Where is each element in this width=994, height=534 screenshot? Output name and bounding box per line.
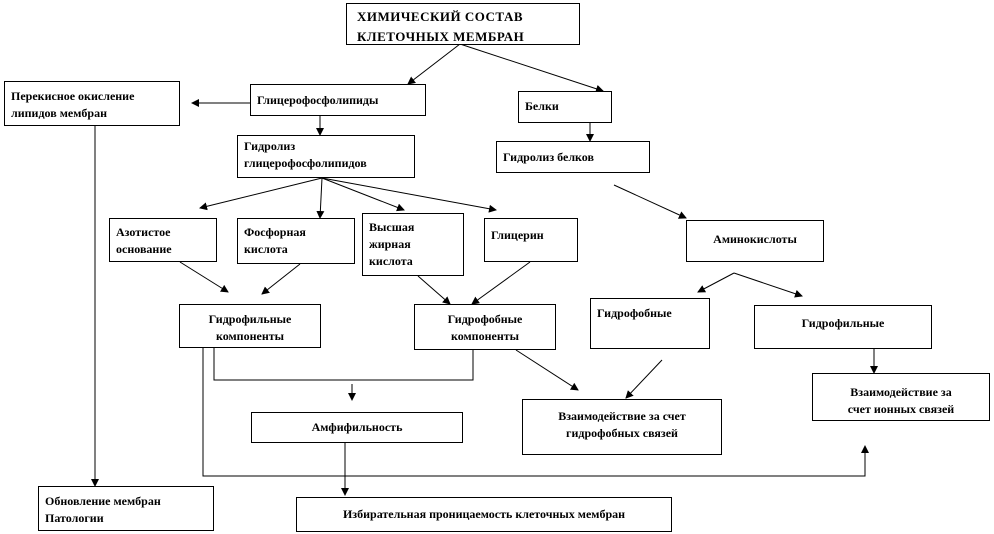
node-lipid-peroxidation: Перекисное окисление липидов мембран (4, 81, 180, 126)
node-amphiphilicity: Амфифильность (251, 412, 463, 443)
edge-hydrophobic-comp-interactions (515, 349, 579, 391)
edge-aminoacids-hydrophilic (733, 272, 803, 298)
node-hydrophilic: Гидрофильные (754, 305, 932, 349)
node-hydrophobic: Гидрофобные (590, 298, 710, 349)
edge-glycerol-hydrophobic (471, 261, 531, 305)
edge-aminoacids-hydrophobic (697, 272, 735, 293)
node-fatty-acid: Высшая жирная кислота (362, 213, 464, 276)
node-hydrophobic-interactions: Взаимодействие за счет гидрофобных связе… (522, 399, 722, 455)
node-amino-acids: Аминокислоты (686, 220, 824, 262)
node-phosphoric-acid: Фосфорная кислота (237, 218, 355, 264)
node-root: ХИМИЧЕСКИЙ СОСТАВ КЛЕТОЧНЫХ МЕМБРАН (346, 3, 580, 45)
node-membrane-renewal: Обновление мембран Патологии (38, 486, 214, 531)
edge-protein-hydrolysis-aminoacids (613, 184, 687, 219)
edge-hydrolysis-fatty (321, 177, 405, 212)
edge-nitrogen-hydrophilic (179, 261, 229, 293)
node-selective-permeability: Избирательная проницаемость клеточных ме… (296, 497, 672, 532)
node-nitrogen-base: Азотистое основание (109, 218, 217, 262)
node-gp-hydrolysis: Гидролиз глицерофосфолипидов (237, 135, 415, 178)
edge-phosphoric-hydrophilic (261, 263, 301, 295)
edge-bracket-amphiphilicity (213, 348, 474, 381)
edge-hydrolysis-nitrogen (199, 177, 323, 211)
edge-root-glycerophospholipids (407, 43, 461, 85)
node-hydrophilic-components: Гидрофильные компоненты (179, 304, 321, 348)
node-proteins: Белки (518, 91, 612, 123)
edge-hydrolysis-phosphoric (316, 177, 325, 219)
node-protein-hydrolysis: Гидролиз белков (496, 141, 650, 173)
edge-hydrophobic-interactions (625, 359, 663, 399)
edge-fatty-hydrophobic (417, 275, 451, 305)
edge-hydrolysis-glycerol (321, 177, 497, 213)
edge-root-proteins (459, 43, 604, 93)
node-glycerol: Глицерин (484, 218, 578, 262)
node-glycerophospholipids: Глицерофосфолипиды (250, 84, 426, 116)
edge-hydrophilic-comp-ionic (202, 348, 869, 477)
node-hydrophobic-components: Гидрофобные компоненты (414, 304, 556, 350)
node-ionic-interactions: Взаимодействие за счет ионных связей (812, 373, 990, 421)
